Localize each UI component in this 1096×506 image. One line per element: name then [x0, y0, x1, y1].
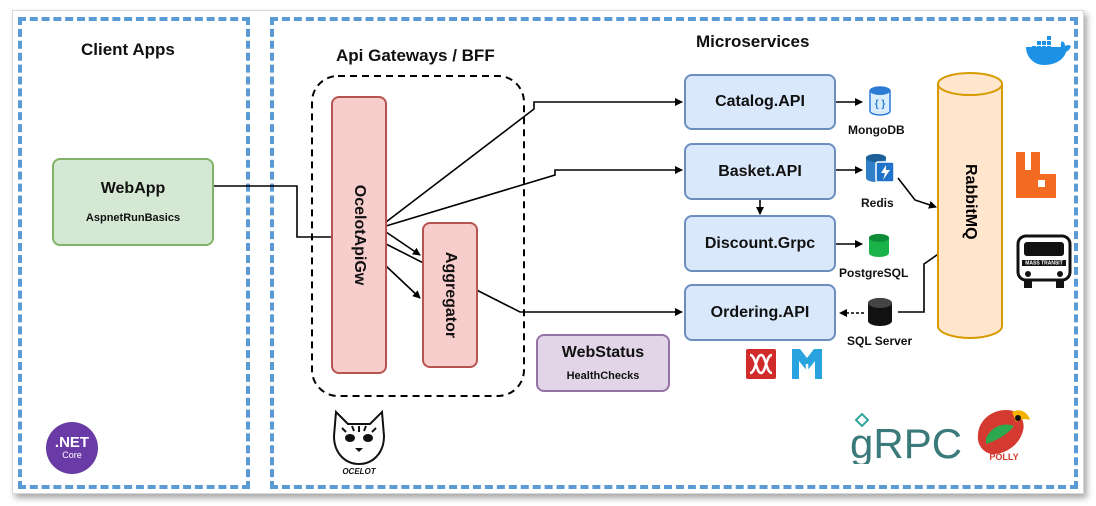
webstatus-title: WebStatus	[561, 344, 645, 361]
mongodb-icon: { }	[869, 86, 891, 116]
mediatr-logo-icon	[792, 349, 822, 379]
webapp-title: WebApp	[100, 180, 166, 197]
redis-label: Redis	[861, 196, 894, 210]
client-apps-title: Client Apps	[81, 40, 175, 59]
webapp-subtitle: AspnetRunBasics	[85, 212, 181, 224]
client-apps-section	[18, 17, 250, 489]
ocelot-gateway-node: OcelotApiGw	[331, 96, 387, 374]
aggregator-node: Aggregator	[422, 222, 478, 368]
rabbitmq-logo-icon	[1016, 152, 1056, 198]
ordering-api-label: Ordering.API	[710, 303, 810, 321]
postgresql-label: PostgreSQL	[839, 266, 909, 280]
backend-section	[270, 17, 1078, 489]
microservices-title: Microservices	[696, 32, 810, 51]
discount-grpc-node: Discount.Grpc	[684, 215, 836, 272]
sqlserver-label: SQL Server	[847, 334, 913, 348]
webstatus-subtitle: HealthChecks	[566, 370, 640, 382]
api-gateways-title: Api Gateways / BFF	[336, 46, 495, 65]
core-text: Core	[62, 450, 82, 460]
aggregator-label: Aggregator	[442, 251, 460, 339]
mongodb-label: MongoDB	[848, 123, 905, 137]
ocelot-logo-icon: OCELOT	[332, 409, 386, 476]
webapp-node: WebApp AspnetRunBasics	[52, 158, 214, 246]
basket-api-node: Basket.API	[684, 143, 836, 200]
sqlserver-icon	[868, 298, 892, 326]
ocelot-logo-text: OCELOT	[342, 467, 376, 476]
grpc-logo-icon: gRPC	[850, 412, 962, 464]
dotnet-core-logo-icon: .NET Core	[46, 422, 98, 474]
masstransit-text: MASS TRANSIT	[1025, 261, 1063, 267]
ordering-api-node: Ordering.API	[684, 284, 836, 341]
catalog-api-node: Catalog.API	[684, 74, 836, 130]
polly-text: POLLY	[989, 452, 1018, 462]
discount-grpc-label: Discount.Grpc	[704, 234, 816, 252]
grpc-text: gRPC	[850, 420, 962, 464]
polly-logo-icon: POLLY	[977, 410, 1030, 462]
dotnet-text: .NET	[54, 434, 90, 451]
rabbitmq-label: RabbitMQ	[962, 164, 979, 240]
catalog-api-label: Catalog.API	[715, 93, 805, 110]
webstatus-node: WebStatus HealthChecks	[536, 334, 670, 392]
ocelot-label: OcelotApiGw	[351, 184, 369, 286]
redis-icon	[866, 154, 895, 183]
rabbitmq-node	[937, 72, 1003, 339]
postgresql-icon	[869, 234, 889, 257]
dapper-logo-icon	[746, 349, 776, 379]
masstransit-logo-icon: MASS TRANSIT	[1016, 234, 1072, 288]
docker-logo-icon	[1026, 36, 1071, 65]
svg-text:{ }: { }	[875, 99, 886, 110]
basket-api-label: Basket.API	[718, 162, 802, 180]
